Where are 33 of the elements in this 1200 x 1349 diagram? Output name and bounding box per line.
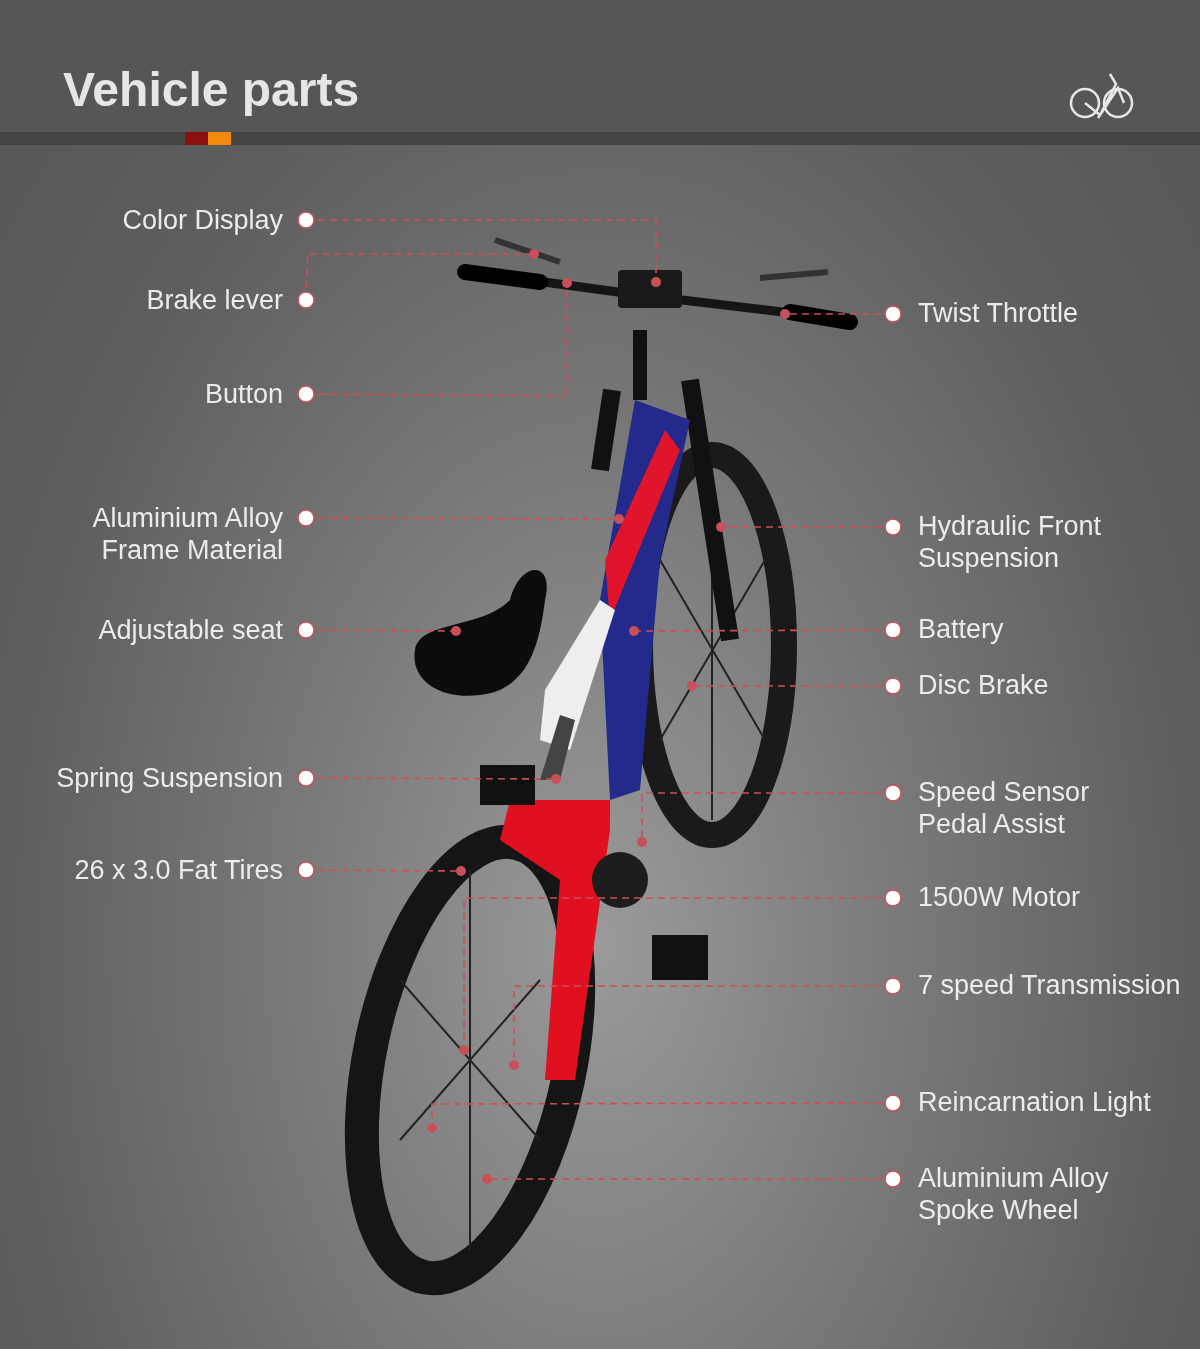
callout-label: 1500W Motor: [918, 881, 1081, 913]
leader-line: [297, 509, 624, 527]
callout-label: Aluminium Alloy Spoke Wheel: [918, 1162, 1110, 1226]
callout-label: Battery: [918, 613, 1004, 645]
callout-label: Brake lever: [146, 284, 283, 316]
leader-line: [509, 977, 902, 1070]
leader-line: [629, 621, 902, 639]
leader-line: [297, 249, 539, 309]
leader-line: [297, 861, 466, 879]
callout-label: Button: [204, 378, 283, 410]
leader-line: [780, 305, 902, 323]
callout-label: Color Display: [122, 204, 283, 236]
leader-line: [482, 1170, 902, 1188]
leader-line: [687, 677, 902, 695]
leader-line: [297, 278, 572, 403]
callout-label: 26 x 3.0 Fat Tires: [74, 854, 283, 886]
leader-line: [297, 211, 661, 287]
leader-line: [297, 621, 461, 639]
callout-label: Disc Brake: [918, 669, 1049, 701]
title: Vehicle parts: [63, 62, 360, 117]
callout-label: Hydraulic Front Suspension: [918, 510, 1103, 574]
leader-line: [427, 1094, 902, 1133]
callout-label: 7 speed Transmission: [918, 969, 1181, 1001]
leader-line: [637, 784, 902, 847]
callout-label: Twist Throttle: [918, 297, 1079, 329]
callout-label: Reincarnation Light: [918, 1086, 1151, 1118]
callout-label: Aluminium Alloy Frame Material: [91, 502, 283, 566]
callout-label: Speed Sensor Pedal Assist: [918, 776, 1091, 840]
leader-line: [459, 889, 902, 1055]
callout-label: Adjustable seat: [98, 614, 283, 646]
leader-line: [716, 518, 902, 536]
callout-label: Spring Suspension: [56, 762, 283, 794]
leader-line: [297, 769, 561, 787]
